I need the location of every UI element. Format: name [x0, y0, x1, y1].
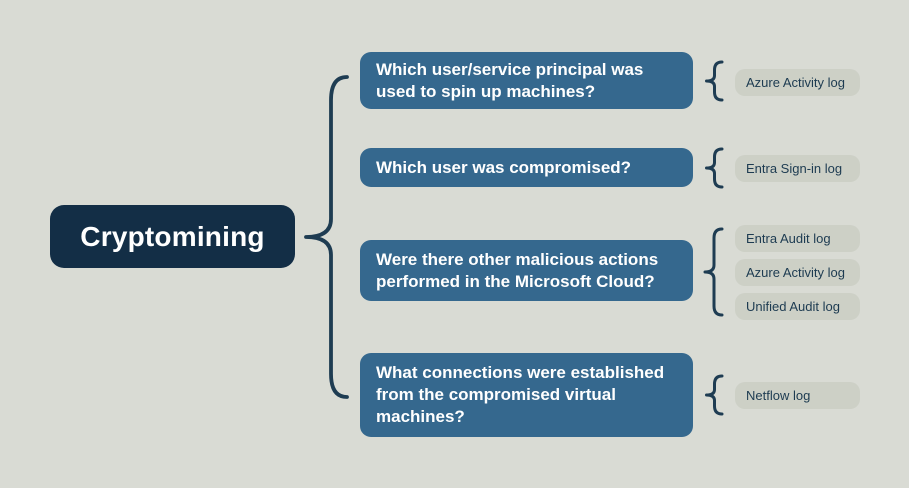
- question-box-2: Which user was compromised?: [360, 148, 693, 187]
- branch-brace-3: [703, 227, 724, 317]
- question-text: Were there other malicious actions perfo…: [376, 249, 659, 291]
- question-text: Which user/service principal was used to…: [376, 59, 644, 101]
- log-pill-label: Unified Audit log: [746, 299, 840, 314]
- branch-brace-1: [705, 60, 724, 102]
- log-pill: Azure Activity log: [735, 69, 860, 96]
- question-box-3: Were there other malicious actions perfo…: [360, 240, 693, 301]
- log-pill: Netflow log: [735, 382, 860, 409]
- question-box-4: What connections were established from t…: [360, 353, 693, 437]
- log-pill: Entra Sign-in log: [735, 155, 860, 182]
- log-pill: Unified Audit log: [735, 293, 860, 320]
- log-pill: Azure Activity log: [735, 259, 860, 286]
- log-pill-label: Netflow log: [746, 388, 811, 403]
- question-text: Which user was compromised?: [376, 157, 632, 177]
- question-text: What connections were established from t…: [376, 363, 665, 426]
- branch-brace-4: [705, 374, 724, 416]
- log-pill-label: Azure Activity log: [746, 75, 845, 90]
- log-pill: Entra Audit log: [735, 225, 860, 252]
- question-box-1: Which user/service principal was used to…: [360, 52, 693, 109]
- log-pill-label: Entra Audit log: [746, 231, 831, 246]
- log-pill-label: Entra Sign-in log: [746, 161, 843, 176]
- root-topic-label: Cryptomining: [80, 220, 265, 252]
- main-brace: [304, 75, 349, 399]
- log-pill-label: Azure Activity log: [746, 265, 845, 280]
- root-topic-box: Cryptomining: [50, 205, 295, 268]
- branch-brace-2: [705, 147, 724, 189]
